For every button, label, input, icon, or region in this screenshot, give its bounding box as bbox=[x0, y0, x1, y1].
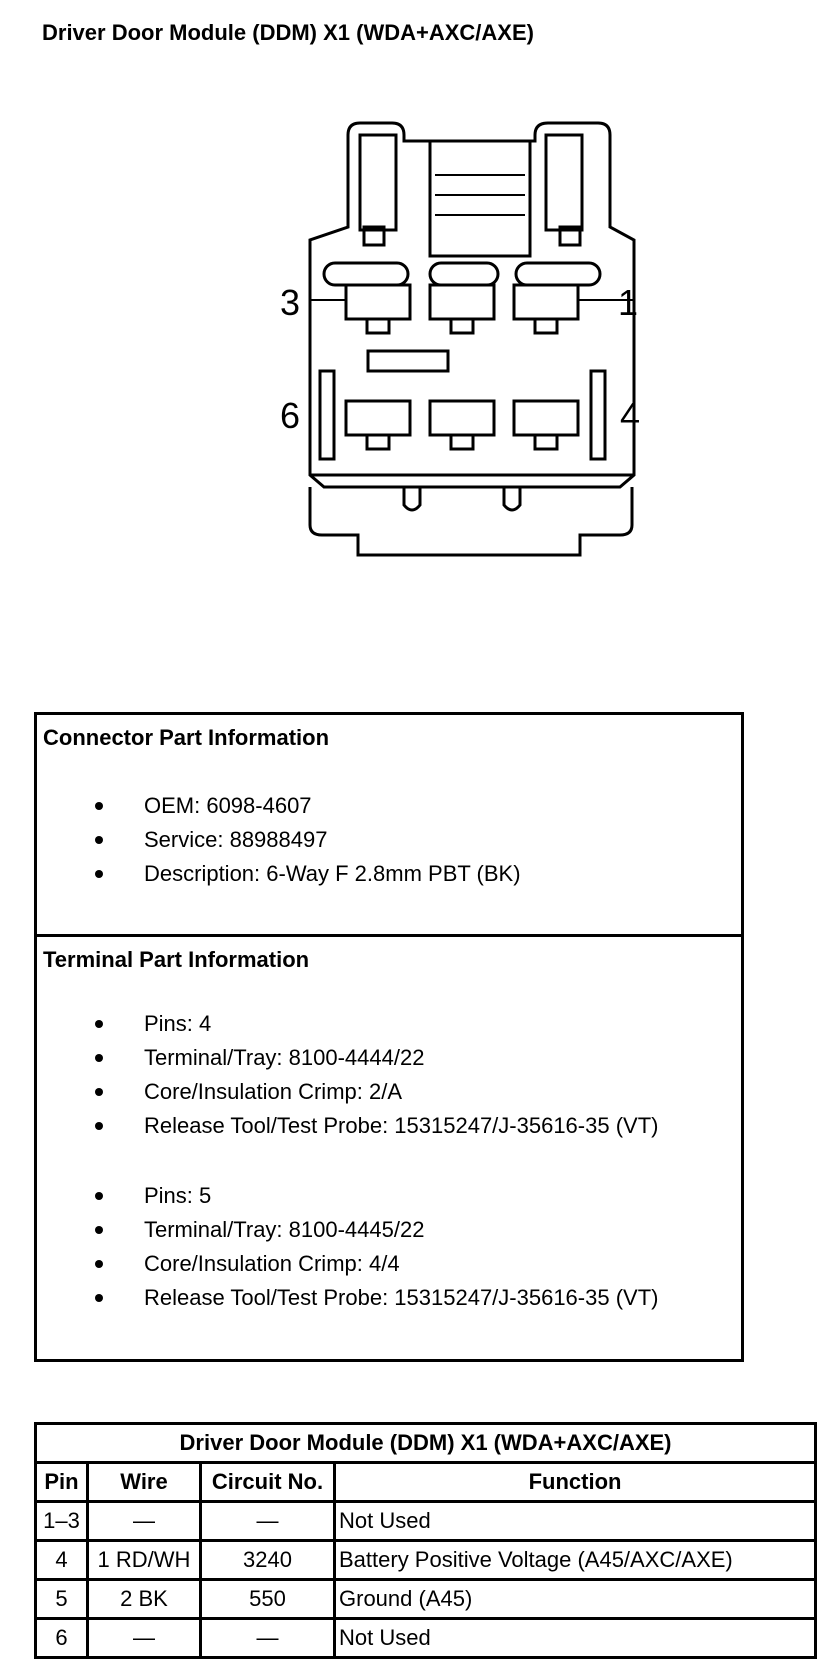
cell-wire: — bbox=[86, 1500, 202, 1542]
pin-label-6: 6 bbox=[280, 395, 300, 436]
header-function: Function bbox=[332, 1461, 818, 1503]
cell-circuit: — bbox=[199, 1500, 336, 1542]
table-header-row: Pin Wire Circuit No. Function bbox=[34, 1461, 818, 1503]
cell-wire: 2 BK bbox=[86, 1578, 202, 1620]
table-row: 5 2 BK 550 Ground (A45) bbox=[34, 1578, 818, 1620]
pin-label-1: 1 bbox=[618, 282, 638, 323]
list-item: Core/Insulation Crimp: 4/4 bbox=[37, 1247, 658, 1281]
list-item: Pins: 5 bbox=[37, 1179, 658, 1213]
cell-function: Not Used bbox=[332, 1617, 818, 1659]
cell-circuit: 3240 bbox=[199, 1539, 336, 1581]
pin-label-4: 4 bbox=[620, 395, 640, 436]
cell-wire: 1 RD/WH bbox=[86, 1539, 202, 1581]
connector-diagram: 3 1 6 4 bbox=[280, 121, 640, 557]
part-information-box: Connector Part Information OEM: 6098-460… bbox=[34, 712, 744, 1362]
table-row: 1–3 — — Not Used bbox=[34, 1500, 818, 1542]
cell-pin: 5 bbox=[34, 1578, 89, 1620]
cell-function: Not Used bbox=[332, 1500, 818, 1542]
terminal-part-heading: Terminal Part Information bbox=[43, 947, 310, 972]
connector-part-information: Connector Part Information OEM: 6098-460… bbox=[37, 715, 741, 937]
terminal-group-1: Pins: 4 Terminal/Tray: 8100-4444/22 Core… bbox=[37, 1007, 658, 1143]
list-item: Release Tool/Test Probe: 15315247/J-3561… bbox=[37, 1109, 658, 1143]
list-item: Terminal/Tray: 8100-4445/22 bbox=[37, 1213, 658, 1247]
pin-label-3: 3 bbox=[280, 282, 300, 323]
list-item: Description: 6-Way F 2.8mm PBT (BK) bbox=[37, 857, 521, 891]
header-circuit: Circuit No. bbox=[199, 1461, 336, 1503]
list-item: OEM: 6098-4607 bbox=[37, 789, 521, 823]
connector-part-heading: Connector Part Information bbox=[43, 725, 330, 750]
list-item: Release Tool/Test Probe: 15315247/J-3561… bbox=[37, 1281, 658, 1315]
cell-function: Battery Positive Voltage (A45/AXC/AXE) bbox=[332, 1539, 818, 1581]
cell-wire: — bbox=[86, 1617, 202, 1659]
table-row: 6 — — Not Used bbox=[34, 1617, 818, 1659]
connector-part-list: OEM: 6098-4607 Service: 88988497 Descrip… bbox=[37, 789, 521, 891]
list-item: Core/Insulation Crimp: 2/A bbox=[37, 1075, 658, 1109]
list-item: Service: 88988497 bbox=[37, 823, 521, 857]
cell-circuit: — bbox=[199, 1617, 336, 1659]
page-title: Driver Door Module (DDM) X1 (WDA+AXC/AXE… bbox=[42, 20, 534, 45]
table-caption: Driver Door Module (DDM) X1 (WDA+AXC/AXE… bbox=[33, 1422, 818, 1464]
terminal-part-information: Terminal Part Information Pins: 4 Termin… bbox=[37, 937, 741, 1359]
table-row: 4 1 RD/WH 3240 Battery Positive Voltage … bbox=[34, 1539, 818, 1581]
list-item: Pins: 4 bbox=[37, 1007, 658, 1041]
cell-pin: 1–3 bbox=[34, 1500, 89, 1542]
cell-circuit: 550 bbox=[199, 1578, 336, 1620]
cell-pin: 6 bbox=[34, 1617, 89, 1659]
pinout-table: Driver Door Module (DDM) X1 (WDA+AXC/AXE… bbox=[33, 1422, 818, 1659]
cell-pin: 4 bbox=[34, 1539, 89, 1581]
header-pin: Pin bbox=[34, 1461, 89, 1503]
list-item: Terminal/Tray: 8100-4444/22 bbox=[37, 1041, 658, 1075]
cell-function: Ground (A45) bbox=[332, 1578, 818, 1620]
terminal-group-2: Pins: 5 Terminal/Tray: 8100-4445/22 Core… bbox=[37, 1179, 658, 1315]
header-wire: Wire bbox=[86, 1461, 202, 1503]
